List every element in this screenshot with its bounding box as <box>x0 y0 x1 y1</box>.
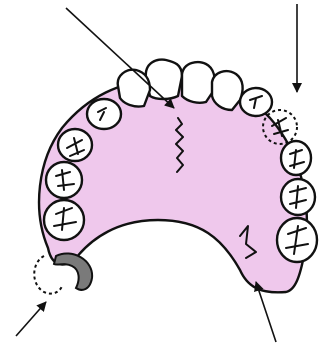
clasp-site <box>34 253 92 293</box>
metal-clasp <box>54 253 92 289</box>
clasp-arrow <box>16 302 46 336</box>
